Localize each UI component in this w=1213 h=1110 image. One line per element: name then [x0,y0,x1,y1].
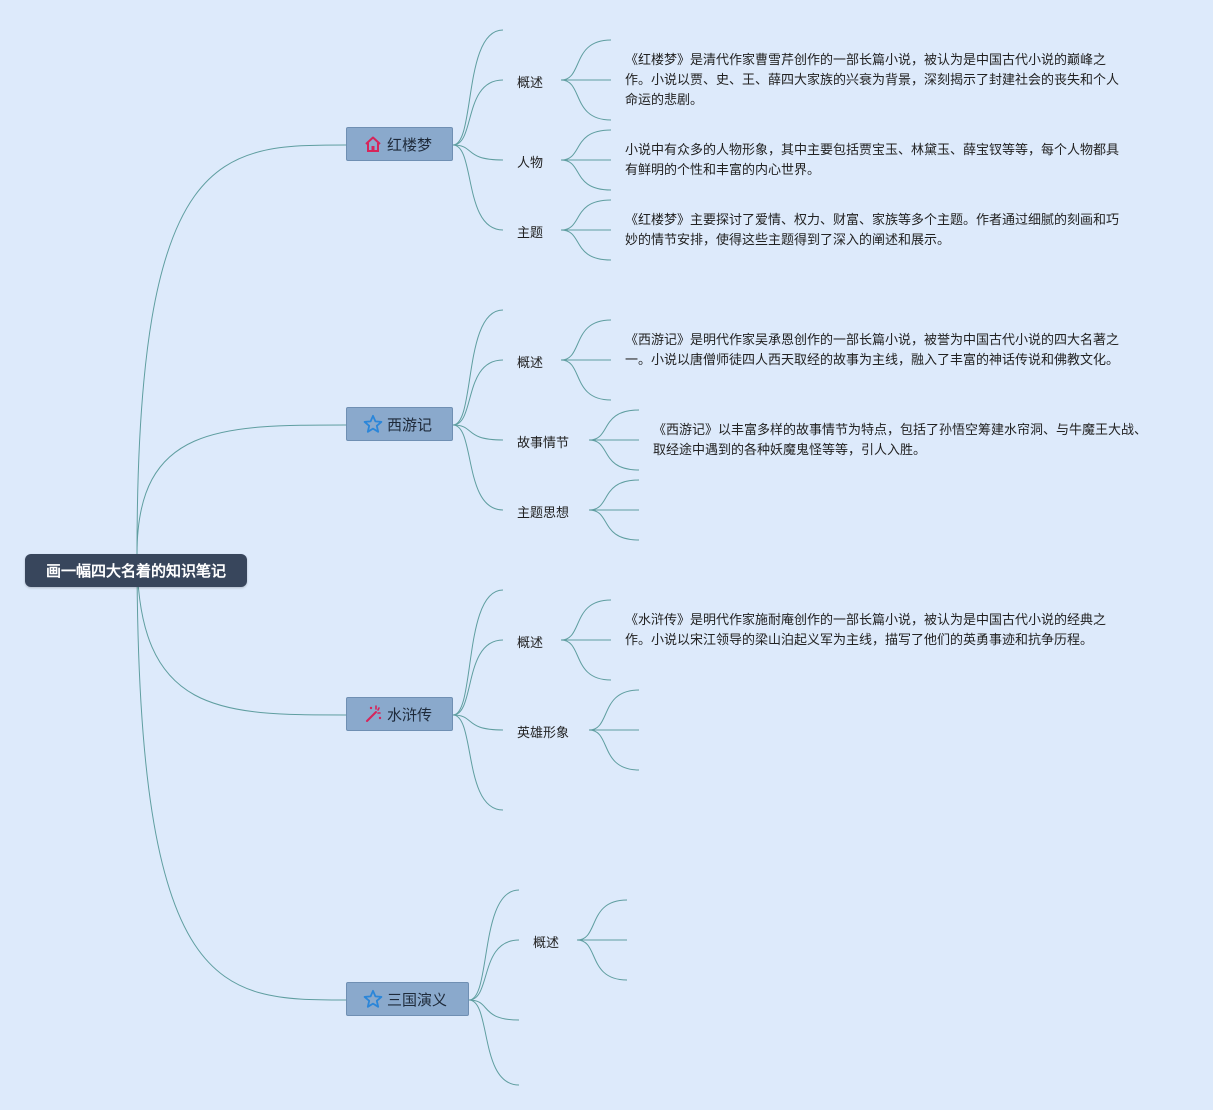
connector-line [588,689,640,731]
connector-line [576,939,628,981]
house-icon [363,134,383,154]
connector-line [452,424,504,511]
connector-line [136,553,347,716]
connector-line [560,129,612,161]
star-icon [363,989,383,1009]
star-icon [363,414,383,434]
note-text[interactable]: 《红楼梦》主要探讨了爱情、权力、财富、家族等多个主题。作者通过细腻的刻画和巧妙的… [625,213,1120,248]
connector-line [560,229,612,261]
note-text[interactable]: 《水浒传》是明代作家施耐庵创作的一部长篇小说，被认为是中国古代小说的经典之作。小… [625,613,1107,648]
connector-line [452,639,504,716]
connector-line [588,509,640,541]
subtopic-overview[interactable]: 概述 [517,636,544,651]
connector-line [560,79,612,121]
connector-line [560,39,612,81]
branch-label: 水浒传 [387,705,433,724]
branch-shuihuzhuan[interactable]: 水浒传 [346,697,453,731]
branch-label: 西游记 [387,415,433,434]
note-text[interactable]: 《西游记》是明代作家吴承恩创作的一部长篇小说，被誉为中国古代小说的四大名著之一。… [625,333,1120,368]
connector-line [468,999,520,1086]
connector-line [588,729,640,771]
branch-sanguoyanyi[interactable]: 三国演义 [346,982,469,1016]
connector-line [588,439,640,471]
subtopic-overview[interactable]: 概述 [517,76,544,91]
connector-line [452,309,504,426]
subtopic-theme-thought[interactable]: 主题思想 [517,506,570,521]
subtopic-theme[interactable]: 主题 [517,226,544,241]
connector-line [136,144,347,555]
root-topic[interactable]: 画一幅四大名着的知识笔记 [25,554,247,587]
branch-hongloumeng[interactable]: 红楼梦 [346,127,453,161]
connector-line [136,424,347,555]
connector-line [452,714,504,811]
connector-line [588,479,640,511]
connector-line [588,409,640,441]
connector-line [560,159,612,191]
connector-line [560,199,612,231]
connector-line [452,424,504,441]
connector-line [560,359,612,401]
connector-line [560,319,612,361]
connector-line [452,714,504,731]
connector-line [452,359,504,426]
magic-wand-icon [363,704,383,724]
subtopic-overview[interactable]: 概述 [517,356,544,371]
branch-xiyouji[interactable]: 西游记 [346,407,453,441]
connector-line [452,29,504,146]
connector-line [452,144,504,231]
connector-line [452,589,504,716]
connector-line [136,553,347,1001]
subtopic-overview[interactable]: 概述 [533,936,560,951]
connector-line [560,639,612,681]
note-text[interactable]: 《红楼梦》是清代作家曹雪芹创作的一部长篇小说，被认为是中国古代小说的巅峰之作。小… [625,53,1120,108]
connector-line [576,899,628,941]
connector-line [452,79,504,146]
branch-label: 三国演义 [387,990,448,1009]
subtopic-characters[interactable]: 人物 [517,156,544,171]
connector-line [452,144,504,161]
connector-line [468,939,520,1001]
note-text[interactable]: 《西游记》以丰富多样的故事情节为特点，包括了孙悟空筹建水帘洞、与牛魔王大战、取经… [653,423,1148,458]
connector-line [468,999,520,1021]
subtopic-plot[interactable]: 故事情节 [517,436,570,451]
subtopic-heroes[interactable]: 英雄形象 [517,726,570,741]
note-text[interactable]: 小说中有众多的人物形象，其中主要包括贾宝玉、林黛玉、薛宝钗等等，每个人物都具有鲜… [625,143,1120,178]
connector-line [468,889,520,1001]
connector-line [560,599,612,641]
branch-label: 红楼梦 [387,135,433,154]
